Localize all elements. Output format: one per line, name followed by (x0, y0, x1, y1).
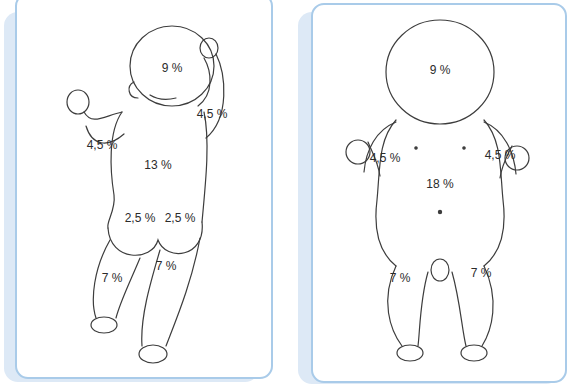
back-panel (16, 0, 272, 378)
percentage-label: 9 % (162, 61, 183, 75)
front-panel (312, 4, 566, 382)
percentage-label: 7 % (102, 271, 123, 285)
percentage-label: 4,5 % (370, 151, 401, 165)
back-view-infant (67, 26, 224, 363)
front-view-infant (346, 20, 529, 361)
percentage-label: 7 % (390, 271, 411, 285)
percentage-label: 4,5 % (87, 138, 118, 152)
percentage-label: 13 % (144, 158, 171, 172)
percentage-label: 4,5 % (485, 148, 516, 162)
percentage-label: 7 % (156, 259, 177, 273)
percentage-label: 2,5 % (165, 211, 196, 225)
percentage-label: 4,5 % (197, 107, 228, 121)
percentage-label: 9 % (430, 63, 451, 77)
percentage-label: 18 % (426, 177, 453, 191)
percentage-label: 7 % (471, 266, 492, 280)
percentage-label: 2,5 % (125, 211, 156, 225)
